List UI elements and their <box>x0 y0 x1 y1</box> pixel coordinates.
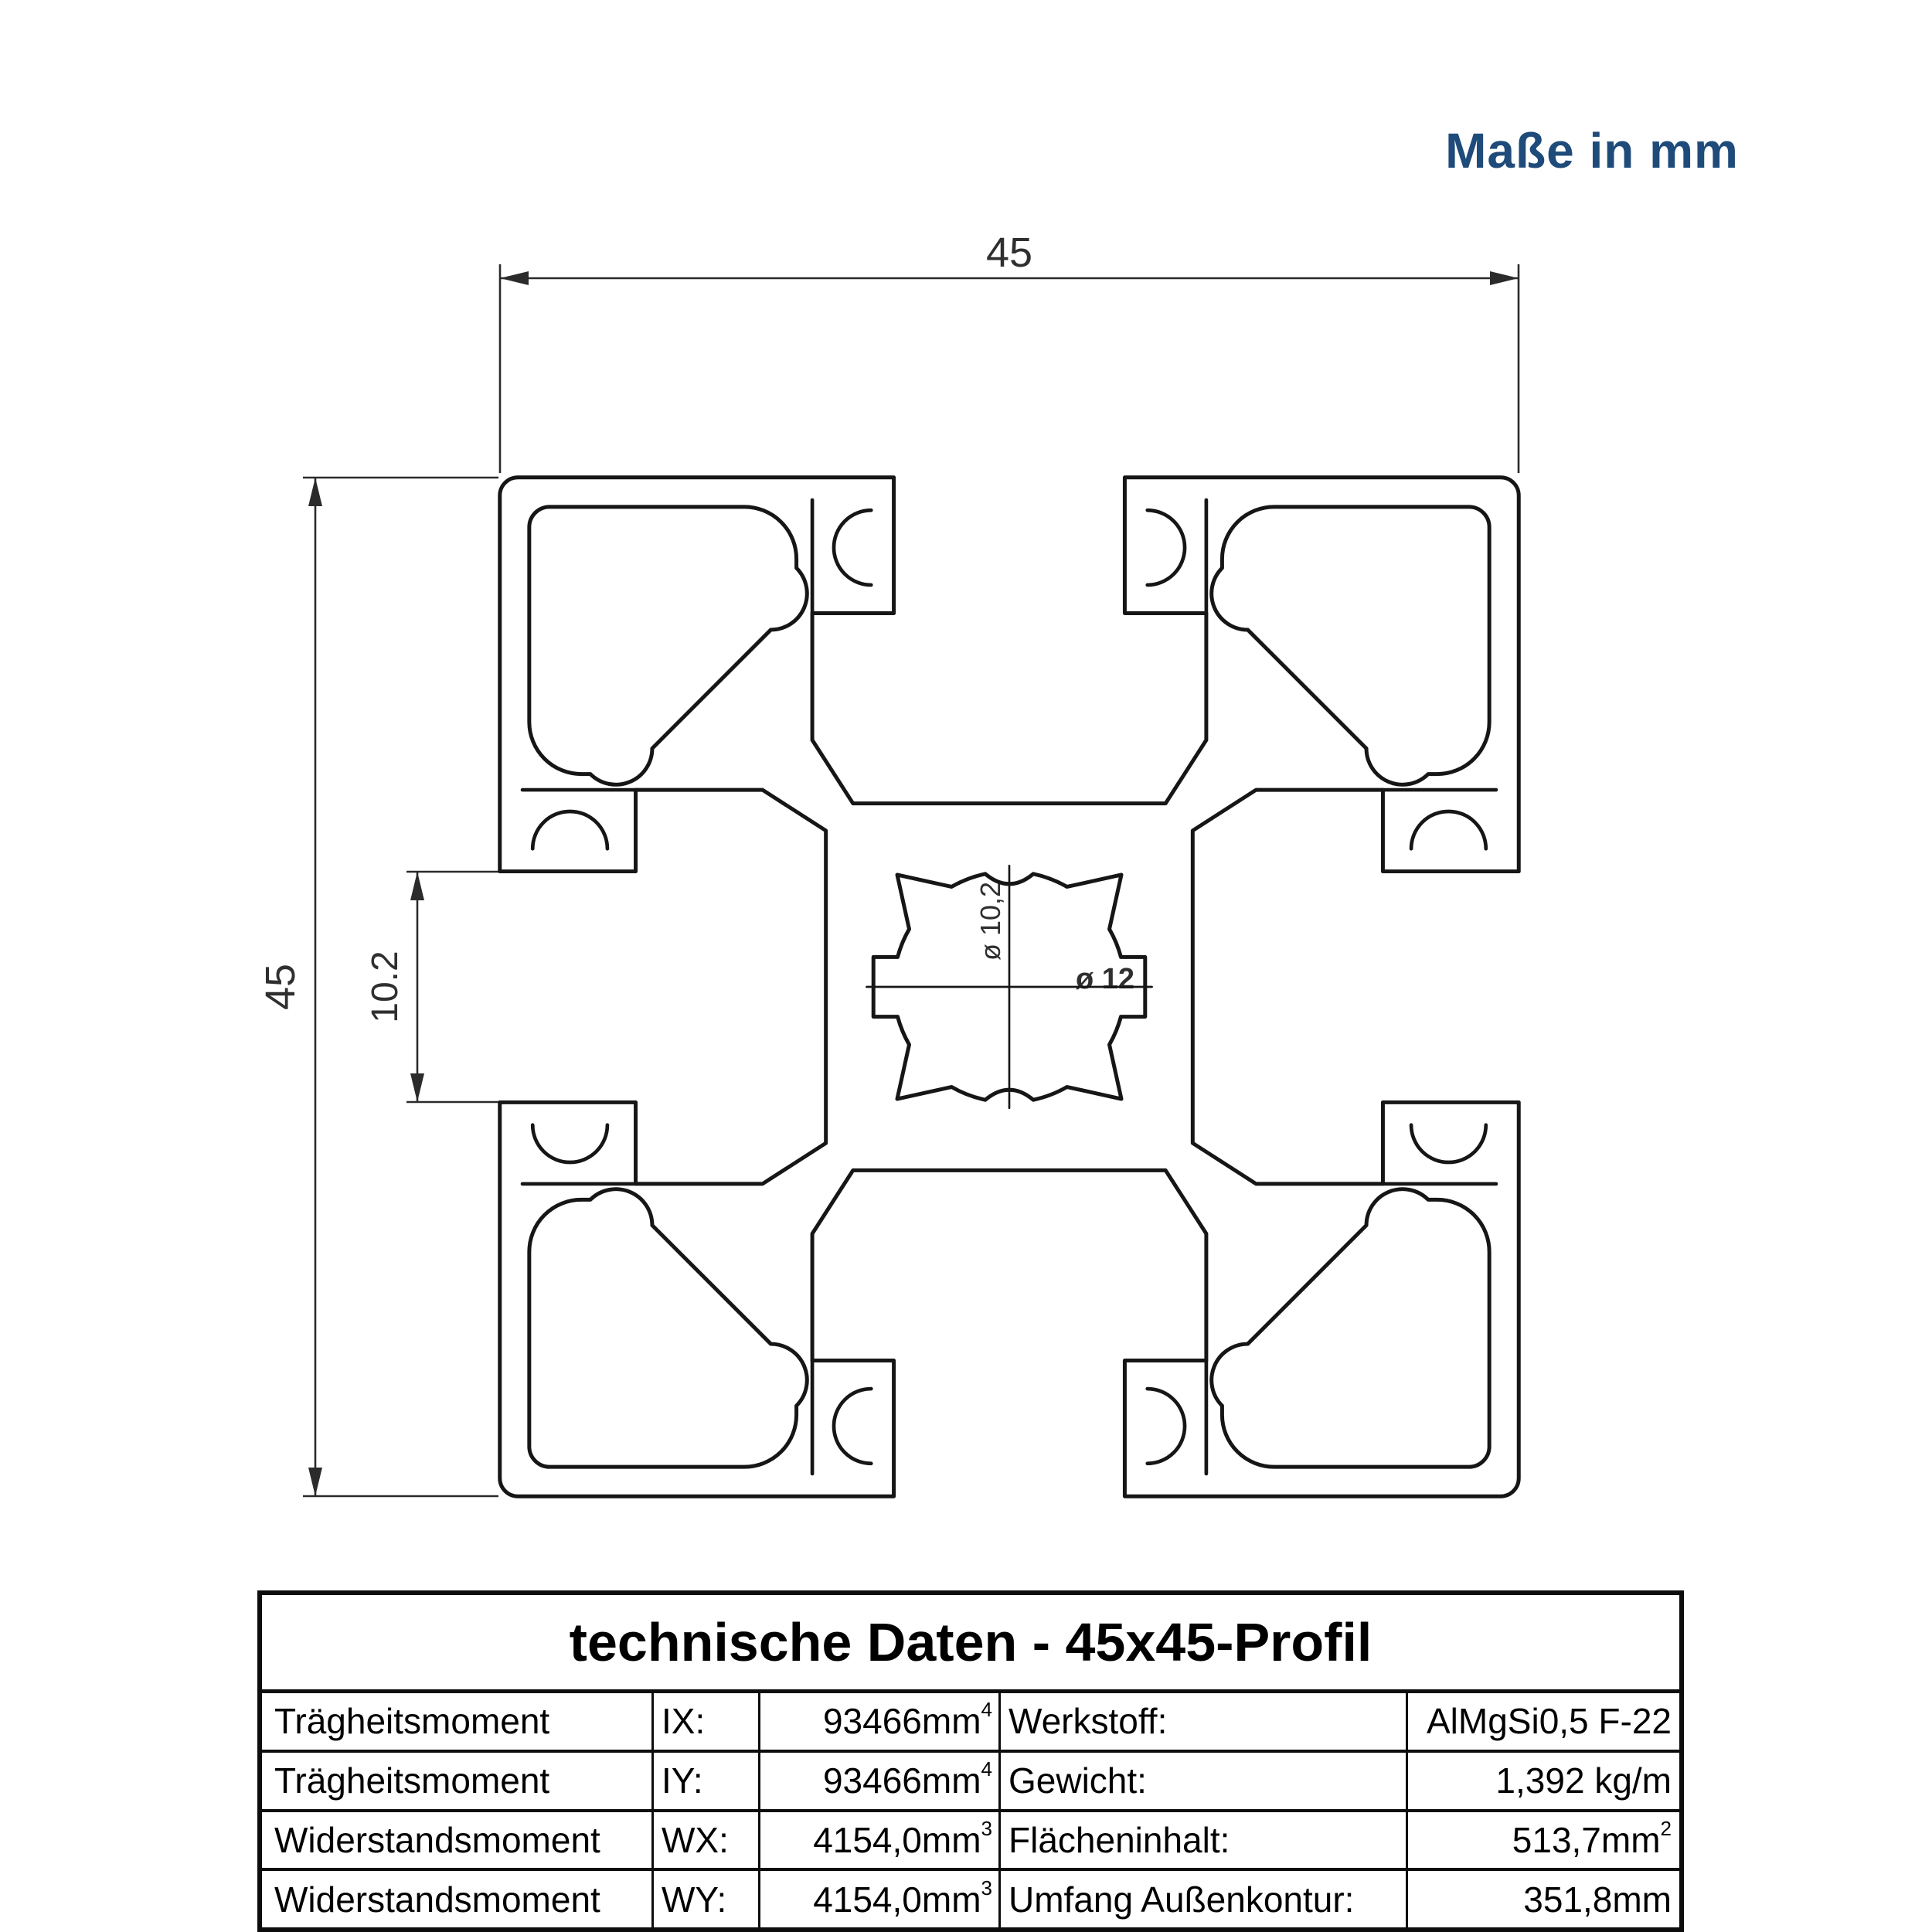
cell-text: Widerstandsmoment <box>274 1879 600 1920</box>
table-cell: Widerstandsmoment <box>262 1871 651 1927</box>
dim-width-label: 45 <box>986 230 1032 276</box>
table-cell: Gewicht: <box>998 1752 1406 1809</box>
cell-text: 93466mm <box>822 1760 981 1801</box>
chamber-outline <box>527 505 809 787</box>
cell-text: Widerstandsmoment <box>274 1819 600 1860</box>
cell-text: Werkstoff: <box>1009 1701 1168 1742</box>
cell-text: 1,392 kg/m <box>1495 1760 1672 1801</box>
dim-height-label: 45 <box>257 964 304 1010</box>
chamber-outline <box>1209 1187 1492 1469</box>
slot-lip-cavity <box>1145 508 1187 587</box>
table-cell: 1,392 kg/m <box>1406 1752 1679 1809</box>
arrow-icon <box>410 872 424 900</box>
cell-text: 351,8mm <box>1523 1879 1672 1920</box>
arrow-icon <box>500 271 529 285</box>
cell-text: Trägheitsmoment <box>274 1760 550 1801</box>
arrow-icon <box>308 478 322 506</box>
cell-text: Trägheitsmoment <box>274 1701 550 1742</box>
corner-quadrant <box>527 498 1209 787</box>
cell-text: 93466mm <box>822 1701 981 1742</box>
cell-text: WX: <box>662 1819 729 1860</box>
cell-text: WY: <box>662 1879 727 1920</box>
table-cell: 351,8mm <box>1406 1871 1679 1927</box>
corner-quadrant <box>810 1187 1492 1476</box>
dimension-arrows <box>308 271 1519 1496</box>
table-cell: WX: <box>651 1811 758 1869</box>
slot-lip-cavity <box>530 809 610 851</box>
cell-text: 4154,0mm <box>813 1879 981 1920</box>
table-cell: WY: <box>651 1871 758 1927</box>
technical-data-table: technische Daten - 45x45-Profil Trägheit… <box>257 1590 1684 1932</box>
arrow-icon <box>1490 271 1519 285</box>
table-cell: Widerstandsmoment <box>262 1812 651 1869</box>
table-cell: Werkstoff: <box>998 1693 1406 1750</box>
profile-outline <box>498 475 1521 1498</box>
bore-small-label: ø 10,2 <box>975 882 1006 961</box>
slot-lip-cavity <box>832 508 873 587</box>
corner-quadrant <box>520 787 809 1469</box>
chamber-outline <box>527 1187 809 1469</box>
slot-lip-cavity <box>1409 1123 1488 1165</box>
dimension-labels: 45 45 10.2 ø 10,2 ø 12 <box>257 230 1134 1023</box>
dimension-lines <box>303 264 1520 1498</box>
bore-big-label: ø 12 <box>1076 963 1134 995</box>
corner-chambers <box>527 498 1209 787</box>
cell-text: Gewicht: <box>1009 1760 1147 1801</box>
table-cell: Flächeninhalt: <box>998 1811 1406 1869</box>
table-title: technische Daten - 45x45-Profil <box>262 1595 1679 1693</box>
arrow-icon <box>410 1073 424 1102</box>
slot-lip-cavity <box>1145 1386 1187 1466</box>
slot-lip-cavity <box>1409 809 1488 851</box>
table-cell: AlMgSi0,5 F-22 <box>1406 1693 1679 1750</box>
profile-cross-section <box>498 475 1521 1498</box>
cell-text: 4154,0mm <box>813 1819 981 1860</box>
table-cell: Umfang Außenkontur: <box>998 1871 1406 1927</box>
corner-quadrant <box>1209 505 1498 1186</box>
center-bore-outline <box>871 872 1148 1102</box>
slot-lip-cavity <box>832 1386 873 1466</box>
chamber-outline <box>1209 505 1492 787</box>
cell-text: IY: <box>662 1760 703 1801</box>
slot-lip-cavity <box>530 1123 610 1165</box>
table-cell: Trägheitsmoment <box>262 1753 651 1809</box>
cell-text: Flächeninhalt: <box>1009 1819 1230 1860</box>
table-cell: Trägheitsmoment <box>262 1693 651 1750</box>
arrow-icon <box>308 1468 322 1496</box>
table-cell: IY: <box>651 1752 758 1809</box>
cell-text: Umfang Außenkontur: <box>1009 1879 1355 1920</box>
table-cell: IX: <box>651 1693 758 1750</box>
cell-text: AlMgSi0,5 F-22 <box>1426 1701 1672 1742</box>
cell-text: IX: <box>662 1701 706 1742</box>
units-note: Maße in mm <box>1445 123 1739 179</box>
cell-text: 513,7mm <box>1512 1819 1661 1860</box>
dim-slot-label: 10.2 <box>365 951 406 1022</box>
